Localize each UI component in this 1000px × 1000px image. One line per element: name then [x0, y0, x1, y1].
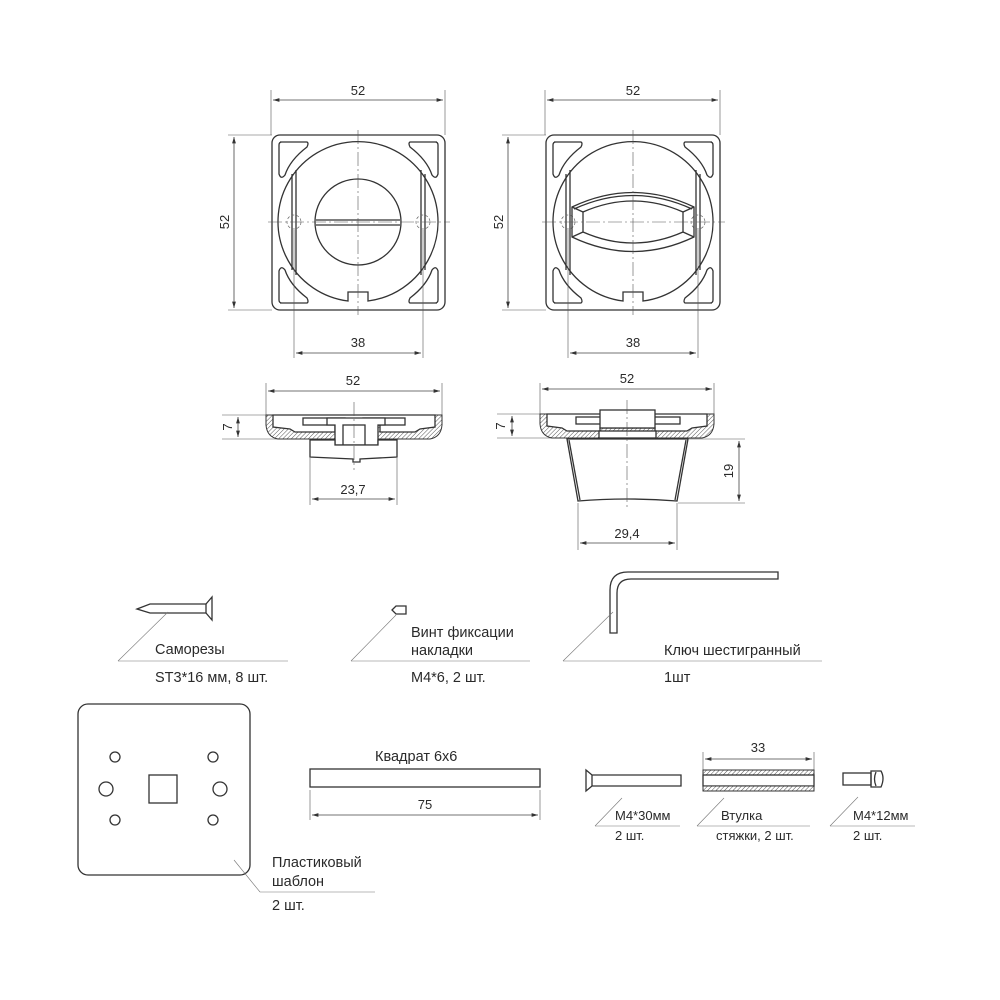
- template-name-line1: Пластиковый: [272, 855, 362, 871]
- part-square-bar: Квадрат 6х6 75: [309, 749, 541, 820]
- bolt-12-spec: 2 шт.: [853, 828, 882, 843]
- side-view-right: 52 7 19 29,4: [493, 371, 745, 550]
- dim-height-label: 52: [217, 215, 232, 229]
- dim-width-label: 52: [346, 373, 360, 388]
- hex-key-spec: 1шт: [664, 670, 691, 686]
- dim-width-label: 52: [620, 371, 634, 386]
- sleeve-icon: [702, 769, 815, 776]
- plate-outline: [271, 134, 446, 311]
- sleeve-spec: стяжки, 2 шт.: [716, 828, 794, 843]
- dim-holes-label: 38: [351, 335, 365, 350]
- part-sleeve: 33 Втулка стяжки, 2 шт.: [696, 740, 815, 843]
- bolt-12-name: M4*12мм: [853, 808, 909, 823]
- top-view-right: 52 52 38: [491, 83, 725, 358]
- top-view-left: 52 52 38: [217, 83, 450, 358]
- dim-bottom-label: 29,4: [614, 526, 639, 541]
- side-view-left: 52 7 23,7: [220, 373, 443, 505]
- part-template: Пластиковый шаблон 2 шт.: [77, 703, 375, 914]
- square-bar-name: Квадрат 6х6: [375, 749, 457, 765]
- dim-width-label: 52: [626, 83, 640, 98]
- fix-screw-name-line2: накладки: [411, 643, 473, 659]
- dim-holes-label: 38: [626, 335, 640, 350]
- template-name-line2: шаблон: [272, 874, 324, 890]
- knob-body: [566, 438, 689, 502]
- sleeve-name: Втулка: [721, 808, 763, 823]
- fix-screw-name-line1: Винт фиксации: [411, 625, 514, 641]
- screw-icon: [135, 603, 207, 614]
- fix-screw-spec: M4*6, 2 шт.: [411, 670, 486, 686]
- square-bar-length: 75: [418, 797, 432, 812]
- part-fix-screw: Винт фиксации накладки M4*6, 2 шт.: [350, 605, 530, 686]
- hex-key-icon: [609, 571, 779, 634]
- screws-spec: ST3*16 мм, 8 шт.: [155, 670, 268, 686]
- dim-bottom-label: 23,7: [340, 482, 365, 497]
- rosette-circle: [277, 141, 439, 302]
- set-screw-icon: [391, 605, 407, 615]
- bolt-icon: [585, 768, 682, 793]
- dim-width-label: 52: [351, 83, 365, 98]
- dim-height-label: 52: [491, 215, 506, 229]
- screws-name: Саморезы: [155, 642, 225, 658]
- bolt-30-name: M4*30мм: [615, 808, 671, 823]
- corner-cutout: [278, 141, 309, 178]
- part-screws: Саморезы ST3*16 мм, 8 шт.: [117, 595, 288, 686]
- template-plate: [77, 703, 251, 876]
- part-bolt-30: M4*30мм 2 шт.: [585, 768, 682, 843]
- part-hex-key: Ключ шестигранный 1шт: [562, 571, 822, 686]
- square-bar-icon: [309, 768, 541, 788]
- corner-cutout: [408, 141, 439, 178]
- short-bolt-icon: [842, 772, 872, 786]
- rosette-circle: [552, 141, 714, 302]
- indicator-body: [309, 439, 398, 463]
- hex-key-name: Ключ шестигранный: [664, 643, 801, 659]
- corner-cutout: [278, 267, 309, 304]
- dim-height-label: 7: [493, 422, 508, 429]
- template-spec: 2 шт.: [272, 898, 305, 914]
- corner-cutout: [408, 267, 439, 304]
- part-bolt-12: M4*12мм 2 шт.: [829, 770, 915, 843]
- sleeve-length: 33: [751, 740, 765, 755]
- dim-height-label: 7: [220, 423, 235, 430]
- dim-knob-height-label: 19: [721, 464, 736, 478]
- square-hole: [148, 774, 178, 804]
- bolt-30-spec: 2 шт.: [615, 828, 644, 843]
